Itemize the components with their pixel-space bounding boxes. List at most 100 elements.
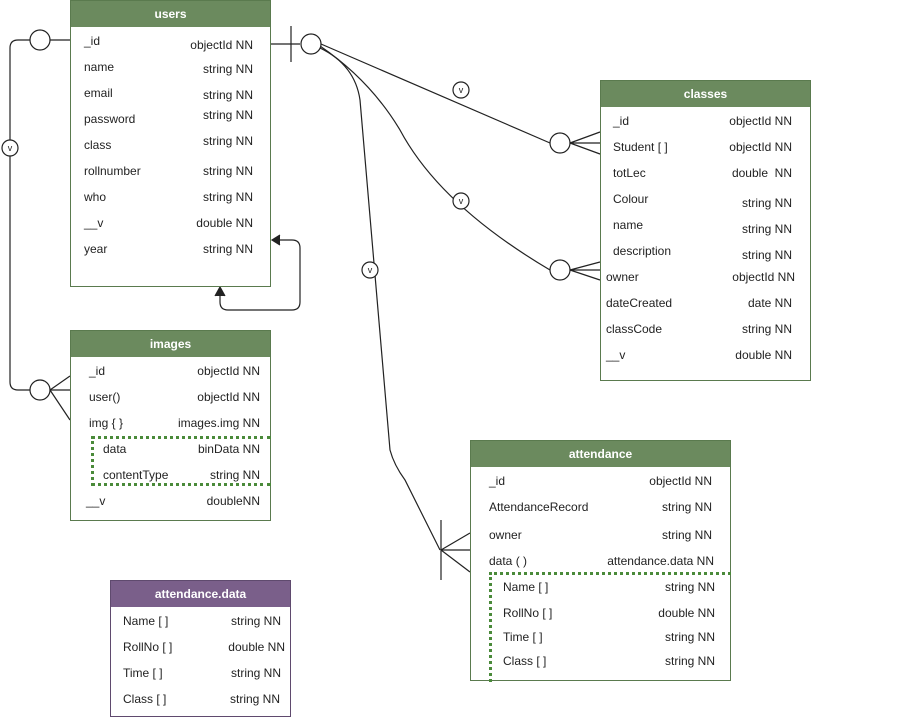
field-name: Time [ ]: [123, 666, 163, 680]
users-field: password string NN: [71, 108, 270, 127]
classes-entity-header: classes: [601, 81, 810, 107]
attendance-data-subdocument: [489, 572, 731, 682]
users-images-mark: v: [8, 143, 13, 153]
classes-circle-b: [549, 259, 571, 281]
classes-field: owner objectId NN: [601, 269, 810, 285]
attendance-crowfoot-1: [440, 532, 471, 551]
field-type: objectId NN: [732, 270, 795, 284]
field-type: string NN: [202, 190, 253, 204]
field-name: password: [84, 112, 136, 126]
field-name: description: [613, 244, 672, 258]
field-type: objectId NN: [190, 38, 253, 52]
attendance-field: Class [ ] string NN: [471, 653, 730, 669]
field-name: _id: [489, 474, 506, 488]
field-type: string NN: [664, 630, 715, 644]
classes-field: classCode string NN: [601, 321, 810, 337]
field-type: doubleNN: [206, 494, 260, 508]
images-img-subdocument: [91, 436, 271, 486]
classes-crowfoot-b3: [569, 269, 601, 281]
users-classes-mark-2: v: [459, 196, 464, 206]
users-classes-mark-circle-2: [452, 192, 470, 210]
field-name: AttendanceRecord: [489, 500, 589, 514]
field-type: string NN: [741, 196, 792, 210]
field-name: data: [103, 442, 127, 456]
users-attendance-mark-circle: [361, 261, 379, 279]
users-classes-mark-1: v: [459, 85, 464, 95]
field-type: objectId NN: [649, 474, 712, 488]
classes-field: Student [ ]objectId NN: [601, 139, 810, 155]
users-images-connector: [9, 39, 30, 391]
classes-field: description string NN: [601, 243, 810, 262]
field-name: data ( ): [489, 554, 528, 568]
field-type: string NN: [202, 62, 253, 76]
field-name: Name [ ]: [503, 580, 549, 594]
attendance-entity-header: attendance: [471, 441, 730, 467]
users-classes-link-2: [319, 45, 551, 271]
field-type: string NN: [741, 222, 792, 236]
field-name: name: [84, 60, 115, 74]
field-name: Time [ ]: [503, 630, 543, 644]
field-type: string NN: [661, 528, 712, 542]
images-field: __v doubleNN: [71, 493, 270, 509]
field-name: RollNo [ ]: [123, 640, 173, 654]
field-type: objectId NN: [729, 114, 792, 128]
field-name: owner: [489, 528, 522, 542]
field-name: class: [84, 138, 112, 152]
field-type: string NN: [202, 242, 253, 256]
users-self-arrowhead: [270, 234, 281, 246]
field-type: string NN: [229, 692, 280, 706]
attendance-crowfoot-3: [440, 549, 471, 573]
field-type: date NN: [747, 296, 792, 310]
attendance-data-entity-header: attendance.data: [111, 581, 290, 607]
attendance-data-field: Name [ ]string NN: [111, 613, 290, 629]
field-type: double NN: [735, 348, 792, 362]
users-entity-header: users: [71, 1, 270, 27]
images-crowfoot-bottom: [49, 389, 71, 421]
field-type: string NN: [741, 248, 792, 262]
field-name: Colour: [613, 192, 649, 206]
users-classes-mark-circle-1: [452, 81, 470, 99]
field-type: objectId NN: [197, 390, 260, 404]
field-name: user(): [89, 390, 121, 404]
field-name: __v: [86, 494, 106, 508]
users-field: name string NN: [71, 59, 270, 76]
field-name: year: [84, 242, 108, 256]
field-name: owner: [606, 270, 639, 284]
users-self-arrowhead-2: [214, 285, 226, 297]
field-type: string NN: [664, 654, 715, 668]
field-type: double NN: [658, 606, 715, 620]
field-type: double NN: [731, 166, 792, 180]
field-type: objectId NN: [197, 364, 260, 378]
attendance-data-entity: attendance.data Name [ ]string NN RollNo…: [110, 580, 291, 717]
field-name: _id: [89, 364, 106, 378]
field-type: images.img NN: [177, 416, 260, 430]
field-name: Name [ ]: [123, 614, 169, 628]
users-images-mark-circle: [1, 139, 19, 157]
field-type: attendance.data NN: [607, 554, 714, 568]
attendance-data-field: RollNo [ ]double NN: [111, 639, 290, 655]
users-classes-link-1: [320, 43, 551, 144]
field-name: __v: [606, 348, 626, 362]
attendance-field: data ( ) attendance.data NN: [471, 553, 730, 569]
field-type: string NN: [202, 108, 253, 122]
field-name: contentType: [103, 468, 169, 482]
field-type: string NN: [664, 580, 715, 594]
classes-field: __v double NN: [601, 347, 810, 363]
field-name: classCode: [606, 322, 663, 336]
attendance-data-field: Time [ ]string NN: [111, 665, 290, 681]
field-type: string NN: [209, 468, 260, 482]
attendance-entity: attendance _id objectId NN AttendanceReco…: [470, 440, 731, 682]
field-name: RollNo [ ]: [503, 606, 553, 620]
field-name: Class [ ]: [503, 654, 547, 668]
field-type: string NN: [741, 322, 792, 336]
field-type: string NN: [202, 88, 253, 102]
